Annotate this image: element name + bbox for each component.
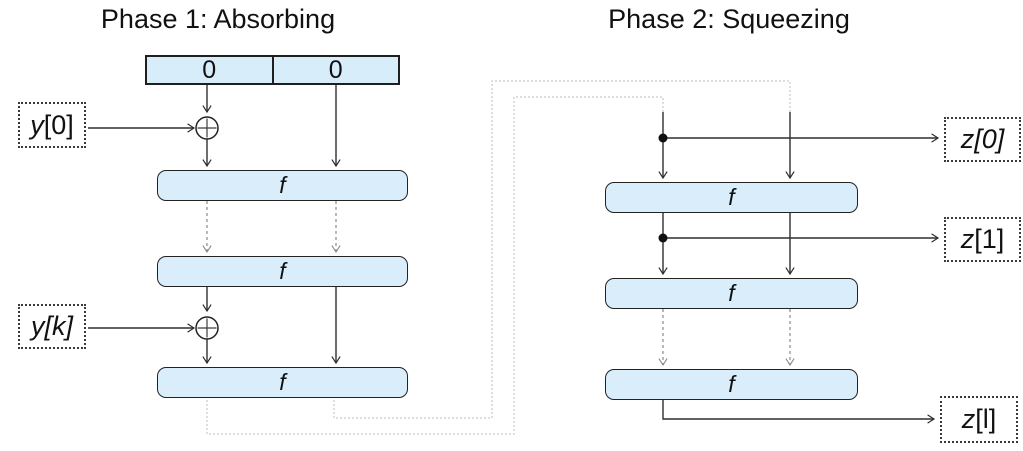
solid-arrows [88, 85, 940, 424]
phase1-title: Phase 1: Absorbing [100, 4, 336, 34]
f-box-squeeze-3: f [605, 369, 858, 400]
arrow-to-zl [662, 400, 936, 424]
f-box-squeeze-1: f [605, 182, 858, 213]
xor-yk-icon [195, 316, 219, 340]
phase2-title: Phase 2: Squeezing [608, 4, 850, 34]
initial-state-register: 0 0 [145, 55, 400, 85]
junction-dot [658, 233, 668, 243]
state-cell-capacity: 0 [271, 57, 399, 83]
output-z0-label: z[0] [960, 124, 1005, 154]
output-block-z1: z[1] [944, 217, 1021, 262]
xor-y0-icon [195, 116, 219, 140]
input-block-y0: y[0] [18, 102, 86, 148]
feedback-path-inner [206, 96, 664, 435]
f-box-absorb-2: f [157, 256, 408, 287]
feedback-path-outer [333, 80, 791, 419]
f-box-absorb-1: f [157, 170, 408, 201]
feedback-paths [206, 80, 791, 435]
state-cell-rate: 0 [202, 55, 217, 84]
output-block-z0: z[0] [944, 117, 1021, 162]
junction-dots [658, 133, 668, 243]
f-box-absorb-3: f [157, 367, 408, 398]
output-zl-label: z[l] [961, 404, 997, 434]
f-box-squeeze-2: f [605, 278, 858, 309]
input-block-yk: y[k] [18, 304, 86, 349]
junction-dot [658, 133, 668, 143]
output-block-zl: z[l] [940, 396, 1018, 443]
input-yk-label: y[k] [30, 311, 73, 341]
input-y0-label: y[0] [30, 109, 74, 140]
dashed-state-arrows [202, 201, 795, 367]
output-z1-label: z[1] [960, 224, 1005, 254]
